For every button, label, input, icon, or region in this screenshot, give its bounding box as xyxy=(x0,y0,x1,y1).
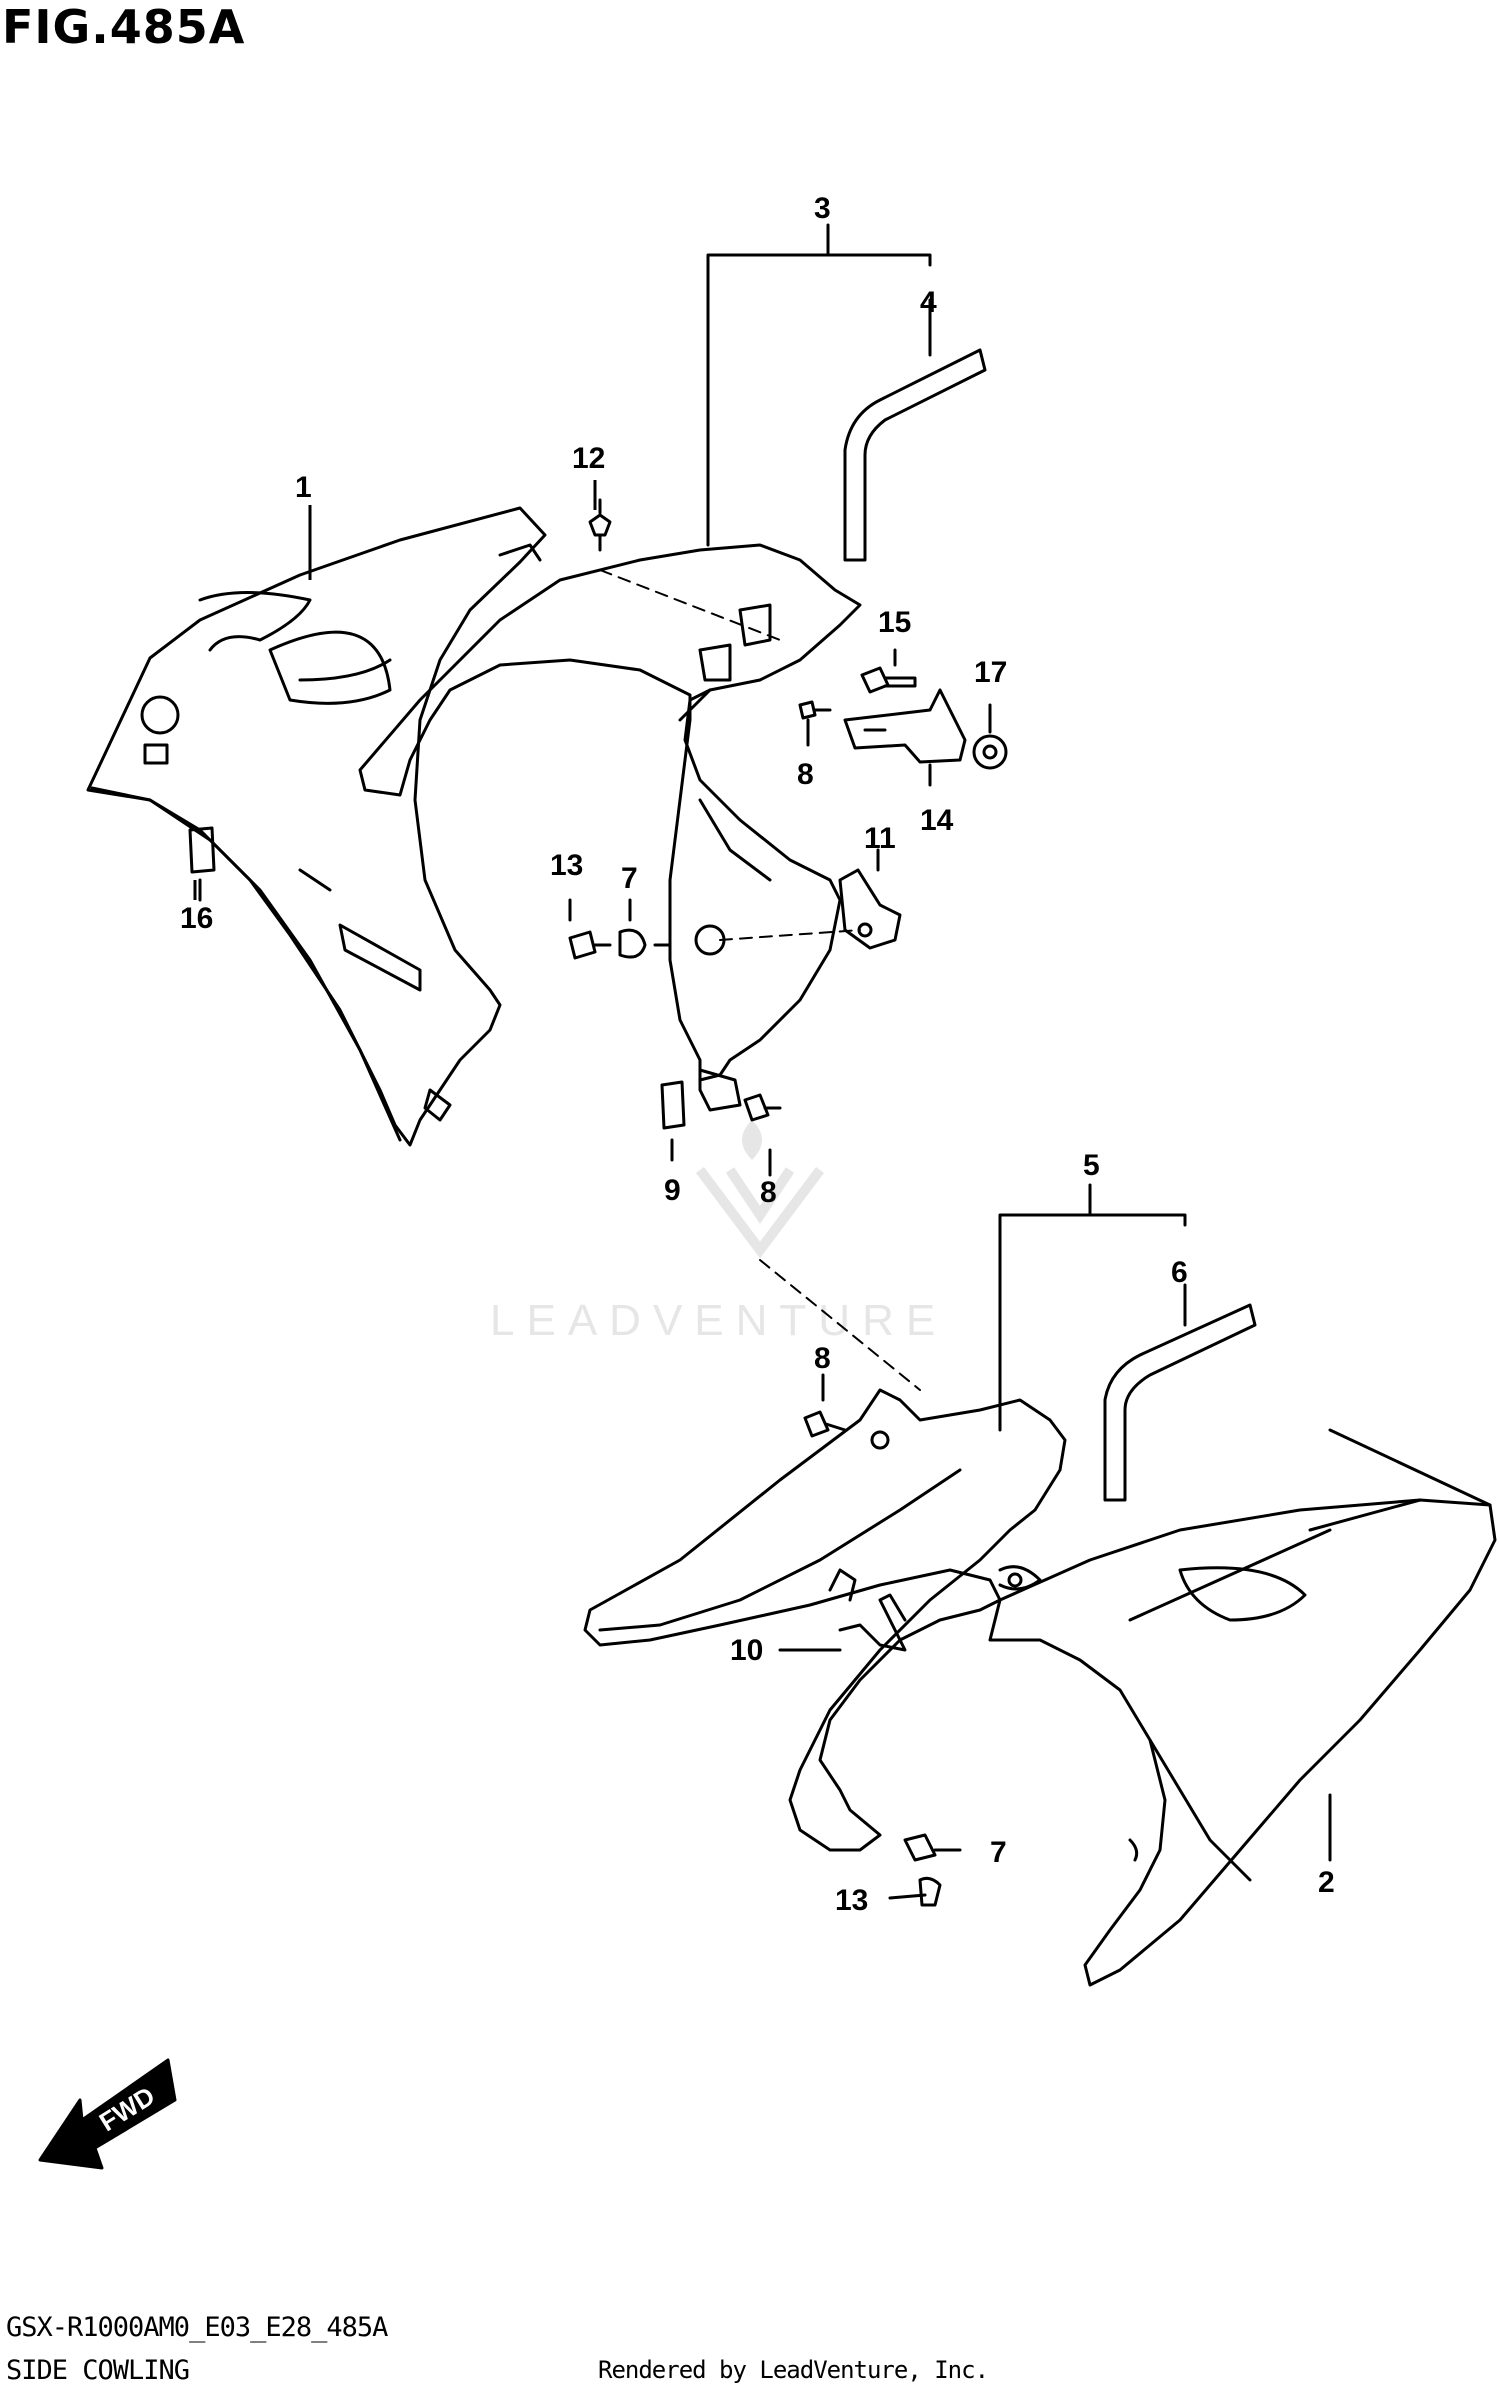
callout-8-upper: 8 xyxy=(797,758,814,791)
bracket-10 xyxy=(838,1593,907,1652)
fwd-arrow-shape xyxy=(38,2058,177,2170)
watermark: LEADVENTURE xyxy=(490,1120,947,1345)
rendered-by-credit: Rendered by LeadVenture, Inc. xyxy=(598,2356,989,2384)
bracket-11 xyxy=(838,868,902,950)
tube-upper xyxy=(843,348,987,562)
callout-16: 16 xyxy=(180,902,213,935)
callout-15: 15 xyxy=(878,606,911,639)
watermark-logo xyxy=(696,1167,824,1259)
callout-1: 1 xyxy=(295,471,312,504)
callout-10: 10 xyxy=(730,1634,763,1667)
model-code: GSX-R1000AM0_E03_E28_485A xyxy=(6,2312,388,2343)
bracket-14 xyxy=(843,688,967,764)
watermark-text: LEADVENTURE xyxy=(490,1296,947,1345)
callout-8-middle: 8 xyxy=(760,1176,777,1209)
side-cowling-left xyxy=(86,506,547,1147)
callout-6: 6 xyxy=(1171,1256,1188,1289)
side-cowling-right xyxy=(988,1498,1497,1987)
callout-4: 4 xyxy=(920,286,937,319)
callout-9: 9 xyxy=(664,1174,681,1207)
callout-13-upper: 13 xyxy=(550,849,583,882)
callout-5: 5 xyxy=(1083,1149,1100,1182)
callout-11: 11 xyxy=(864,822,896,855)
callout-3: 3 xyxy=(814,192,831,225)
callout-12: 12 xyxy=(572,442,605,475)
callout-7-lower: 7 xyxy=(990,1836,1007,1869)
callout-8-lower: 8 xyxy=(814,1342,831,1375)
callout-2: 2 xyxy=(1318,1866,1335,1899)
callout-13-lower: 13 xyxy=(835,1884,868,1917)
figure-title: FIG.485A xyxy=(2,0,246,54)
tube-lower xyxy=(1103,1303,1257,1502)
callout-7-upper: 7 xyxy=(621,862,638,895)
section-name: SIDE COWLING xyxy=(6,2355,190,2386)
inner-panel-upper xyxy=(358,543,862,1082)
callout-14: 14 xyxy=(920,804,954,837)
callout-17: 17 xyxy=(974,656,1007,689)
inner-panel-lower xyxy=(583,1388,1067,1852)
